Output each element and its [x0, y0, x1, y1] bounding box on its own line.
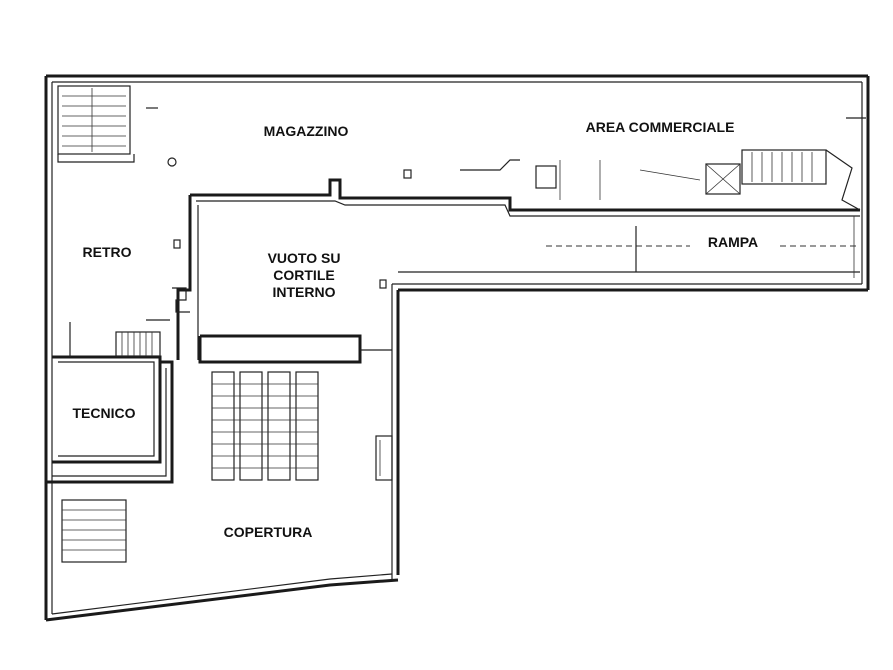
label-rampa: RAMPA — [708, 234, 758, 250]
roof-panels — [211, 371, 319, 481]
label-vuoto-line3: INTERNO — [273, 284, 336, 300]
label-magazzino: MAGAZZINO — [264, 123, 349, 139]
stair-tecnico — [115, 287, 190, 357]
label-vuoto-line2: CORTILE — [273, 267, 334, 283]
roof-grille — [61, 499, 127, 563]
courtyard-walls — [176, 178, 860, 364]
label-tecnico: TECNICO — [73, 405, 136, 421]
stair-top-left — [57, 85, 135, 163]
rampa-lines — [398, 216, 860, 278]
commercial-fixtures — [146, 107, 866, 289]
label-copertura: COPERTURA — [224, 524, 313, 540]
side-frame — [375, 435, 393, 481]
label-retro: RETRO — [83, 244, 132, 260]
outer-walls — [44, 74, 870, 622]
label-area-commerciale: AREA COMMERCIALE — [586, 119, 735, 135]
tecnico-walls — [46, 322, 174, 484]
label-vuoto-line1: VUOTO SU — [268, 250, 341, 266]
